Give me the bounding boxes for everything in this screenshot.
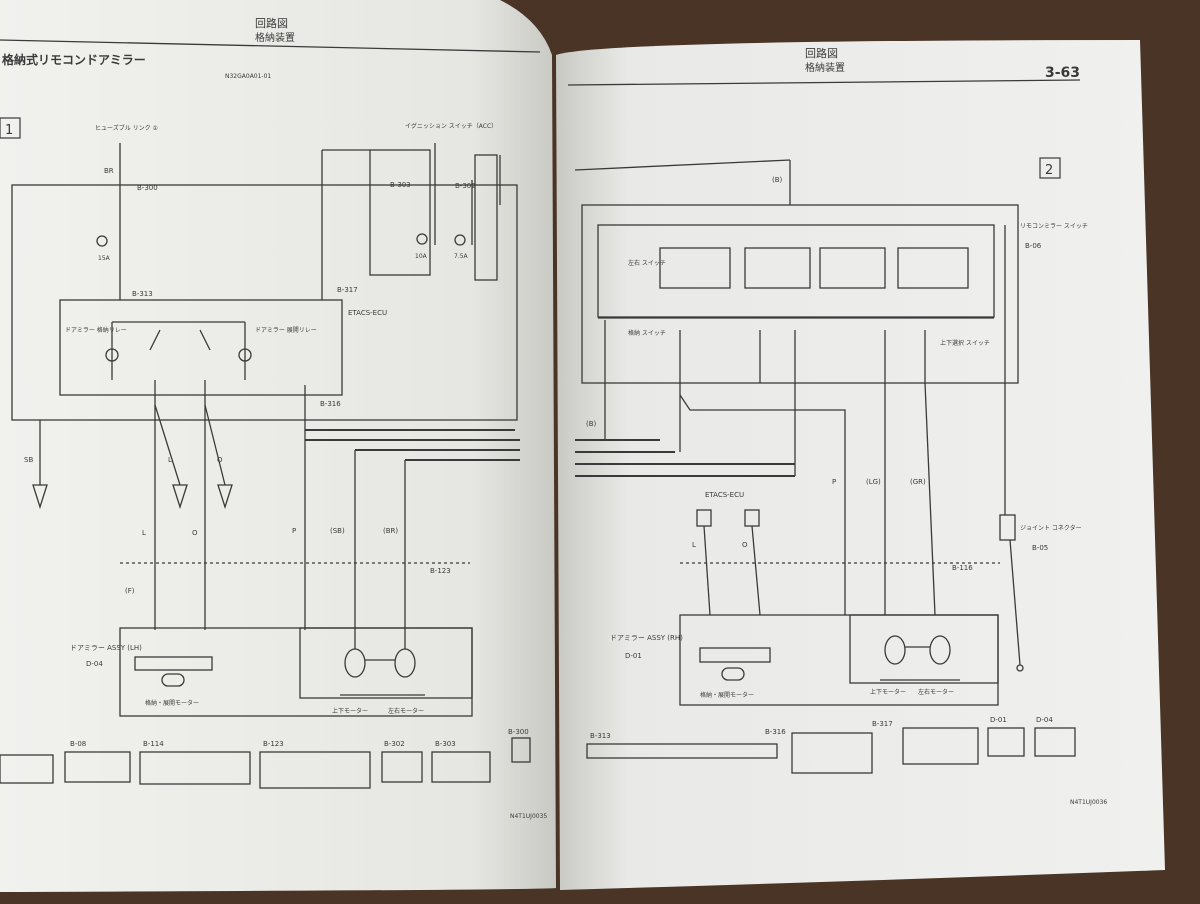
label-conn-b303: B-303: [390, 181, 411, 189]
left-connector-1: B-114: [143, 740, 164, 748]
right-connector-4: D-04: [1036, 716, 1053, 724]
label-lr-motor-left: 左右モーター: [388, 707, 424, 715]
wire-o-lower: O: [192, 529, 198, 537]
left-connector-3: B-302: [384, 740, 405, 748]
left-header-title: 回路図: [255, 17, 288, 30]
wire-l-upper: L: [168, 456, 172, 464]
label-ign-switch: イグニッション スイッチ（ACC）: [405, 122, 497, 130]
label-fuse-15a: 15A: [98, 255, 111, 262]
label-joint-conn: ジョイント コネクター: [1020, 524, 1082, 532]
left-page: [0, 0, 556, 892]
label-fuse-75a: 7.5A: [454, 253, 469, 260]
right-footer-code: N4T1UJ0036: [1070, 799, 1107, 806]
left-page-text: 回路図 格納装置 格納式リモコンドアミラー N32GA0A01-01 1 ヒュー…: [0, 17, 547, 820]
left-footer-code: N4T1UJ0035: [510, 813, 547, 820]
left-doc-code: N32GA0A01-01: [225, 73, 271, 80]
label-conn-b317: B-317: [337, 286, 358, 294]
wire-br2-left: (BR): [383, 527, 398, 535]
wire-p-right: P: [832, 478, 836, 486]
left-connector-0: B-08: [70, 740, 86, 748]
label-conn-b116: B-116: [952, 564, 973, 572]
wire-b-right: (B): [772, 176, 783, 184]
wire-gr-right: (GR): [910, 478, 926, 486]
left-header-subtitle: 格納装置: [255, 31, 295, 44]
label-fold-switch: 格納 スイッチ: [628, 329, 666, 337]
wire-sb2-left: (SB): [330, 527, 345, 535]
right-page-text: 回路図 格納装置 3-63 2 リモコンミラー スイッチ B-06 左右 スイッ…: [586, 47, 1107, 806]
panel-number-right: 2: [1045, 163, 1053, 178]
wire-b-right-2: (B): [586, 420, 597, 428]
left-connector-4: B-303: [435, 740, 456, 748]
label-fuse-source: ヒューズブル リンク ①: [95, 124, 158, 132]
right-header-title: 回路図: [805, 47, 838, 60]
wire-l-lower: L: [142, 529, 146, 537]
wire-p-left: P: [292, 527, 296, 535]
label-lr-motor-right: 左右モーター: [918, 688, 954, 696]
label-mirror-conn-lh: D-04: [86, 660, 103, 668]
label-conn-f: (F): [125, 587, 135, 595]
right-connector-2: B-317: [872, 720, 893, 728]
label-switch-assy: リモコンミラー スイッチ: [1020, 223, 1088, 230]
left-page-content: [0, 39, 541, 789]
right-page-number: 3-63: [1045, 65, 1080, 81]
right-header-subtitle: 格納装置: [805, 61, 845, 74]
label-conn-b302: B-302: [455, 182, 476, 190]
panel-number-box-right: [1039, 157, 1061, 179]
wire-sb-left: SB: [24, 456, 33, 464]
label-fuse-10a: 10A: [415, 253, 428, 260]
wire-o-upper: O: [217, 456, 223, 464]
label-etacs-right: ETACS-ECU: [705, 491, 744, 499]
label-mirror-conn-rh: D-01: [625, 652, 642, 660]
label-mirror-assy-rh: ドアミラー ASSY (RH): [610, 634, 683, 642]
right-page: [556, 40, 1165, 890]
label-conn-b300: B-300: [137, 184, 158, 192]
label-conn-b05: B-05: [1032, 544, 1048, 552]
label-lr-switch: 左右 スイッチ: [628, 259, 666, 267]
wire-br-left: BR: [104, 167, 114, 175]
label-relay-right: ドアミラー 展開リレー: [255, 327, 317, 334]
right-connector-3: D-01: [990, 716, 1007, 724]
label-etacs-left: ETACS-ECU: [348, 309, 387, 317]
label-relay-left: ドアミラー 格納リレー: [65, 326, 127, 334]
panel-number-left: 1: [5, 123, 13, 138]
left-connector-5: B-300: [508, 728, 529, 736]
left-connector-2: B-123: [263, 740, 284, 748]
label-fold-motor-left: 格納・展開モーター: [145, 699, 199, 707]
label-updown-motor-left: 上下モーター: [332, 707, 368, 715]
label-conn-b316: B-316: [320, 400, 341, 408]
wire-lg-right: (LG): [866, 478, 881, 486]
label-conn-b313: B-313: [132, 290, 153, 298]
wire-o-right: O: [742, 541, 748, 549]
right-connector-0: B-313: [590, 732, 611, 740]
label-fold-motor-right: 格納・展開モーター: [700, 691, 754, 699]
wire-l-right: L: [692, 541, 696, 549]
right-page-content: [567, 79, 1081, 774]
label-conn-b123: B-123: [430, 567, 451, 575]
left-section-title: 格納式リモコンドアミラー: [2, 52, 146, 67]
label-mirror-assy-lh: ドアミラー ASSY (LH): [70, 644, 142, 652]
label-updown-motor-right: 上下モーター: [870, 688, 906, 696]
right-connector-1: B-316: [765, 728, 786, 736]
panel-number-box-left: [0, 117, 21, 139]
label-switch-conn: B-06: [1025, 242, 1042, 250]
label-updown-switch: 上下選択 スイッチ: [940, 339, 990, 347]
